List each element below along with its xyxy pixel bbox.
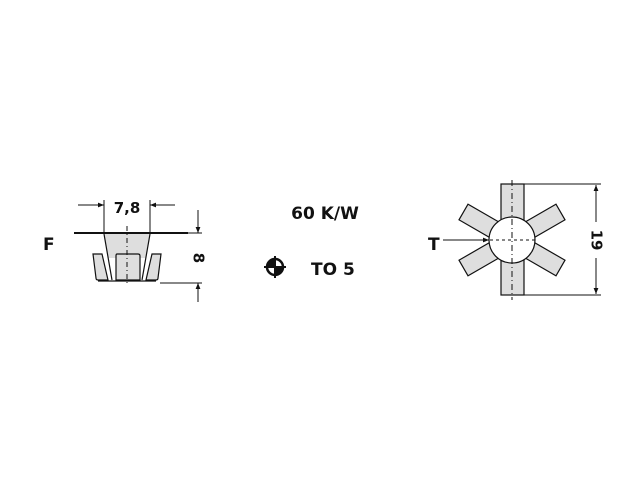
crosshair-quadrant-icon: [264, 256, 286, 278]
side-view: F 7,8 8: [43, 199, 208, 302]
diameter-dimension: 19: [588, 230, 606, 251]
fin-right: [145, 253, 162, 281]
fin-center: [115, 253, 141, 281]
view-label-f: F: [43, 235, 55, 255]
width-dimension: 7,8: [114, 199, 141, 217]
thermal-resistance: 60 K/W: [291, 204, 359, 224]
fin-left: [92, 253, 109, 281]
top-view: T 19: [428, 180, 606, 300]
view-label-t: T: [428, 235, 440, 255]
package-type: TO 5: [311, 260, 355, 280]
height-dimension: 8: [190, 253, 208, 263]
